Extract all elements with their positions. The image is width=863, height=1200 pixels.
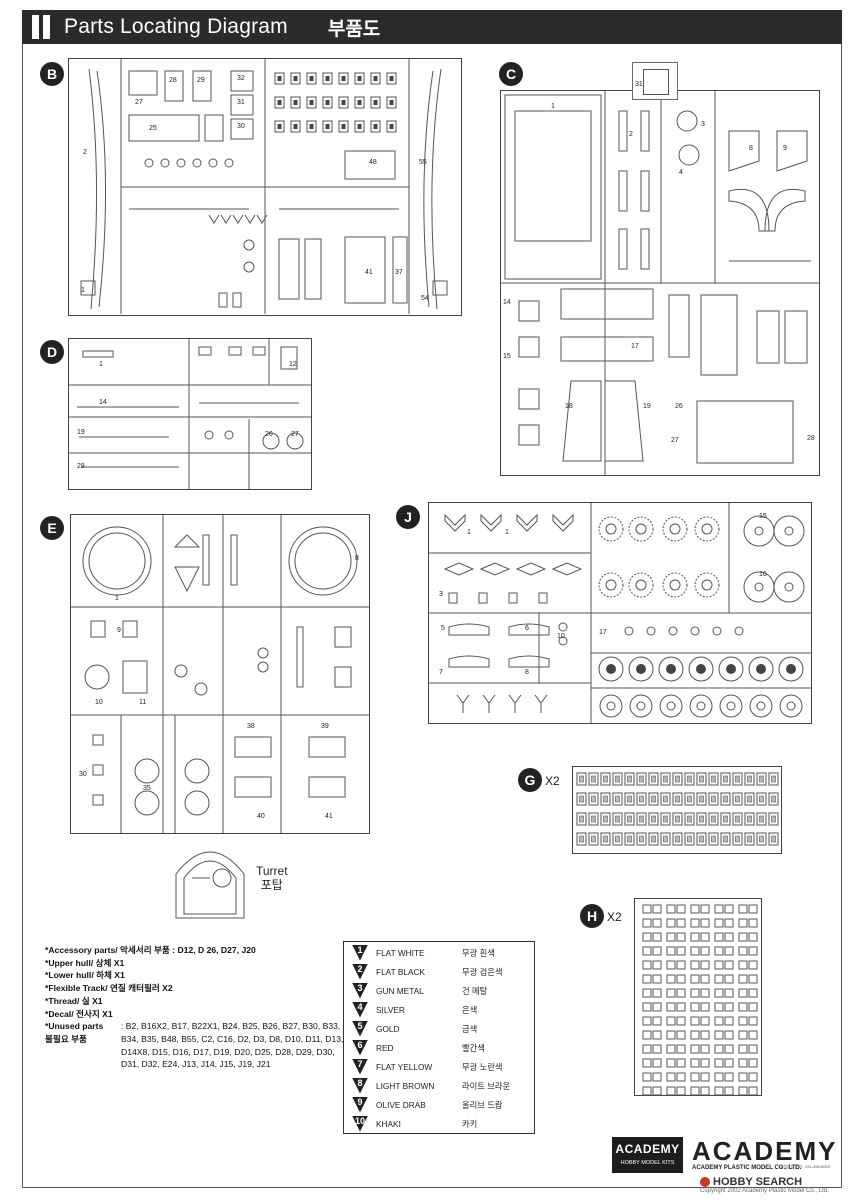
- paint-number-badge: 4: [352, 1001, 368, 1018]
- paint-name-en: SILVER: [376, 1004, 405, 1015]
- note-unused-label-en: *Unused parts: [45, 1021, 104, 1032]
- sprue-c-badge: C: [499, 62, 523, 86]
- note-accessory: *Accessory parts/ 악세서리 부품 : D12, D 26, D…: [45, 945, 256, 955]
- paint-number-badge: 7: [352, 1058, 368, 1075]
- paint-color-row: 2 FLAT BLACK 무광 검은색: [344, 962, 534, 981]
- paint-color-row: 4 SILVER 은색: [344, 1000, 534, 1019]
- note-unused: *Unused parts 불필요 부품 : B2, B16X2, B17, B…: [45, 1020, 345, 1071]
- paint-name-en: KHAKI: [376, 1118, 401, 1129]
- parts-notes: *Accessory parts/ 악세서리 부품 : D12, D 26, D…: [45, 944, 345, 1071]
- paint-name-ko: 라이트 브라운: [462, 1080, 511, 1091]
- sprue-h-track-links: [642, 904, 758, 1096]
- note-unused-label-ko: 불필요 부품: [45, 1033, 87, 1044]
- logo-small-sub: HOBBY MODEL KITS: [620, 1160, 675, 1166]
- academy-badge-logo: ACADEMY HOBBY MODEL KITS: [612, 1137, 683, 1173]
- turret-label-ko: 포탑: [260, 878, 283, 892]
- paint-color-row: 1 FLAT WHITE 무광 흰색: [344, 943, 534, 962]
- paint-color-row: 9 OLIVE DRAB 올리브 드랍: [344, 1095, 534, 1114]
- sprue-c-parts: [501, 91, 819, 475]
- paint-name-ko: 무광 흰색: [462, 947, 495, 958]
- hobby-search-icon: [700, 1177, 710, 1187]
- paint-name-en: FLAT BLACK: [376, 966, 426, 977]
- paint-name-ko: 빨간색: [462, 1042, 485, 1053]
- paint-name-ko: 무광 노란색: [462, 1061, 503, 1072]
- turret-part: [170, 838, 250, 922]
- note-decal: *Decal/ 전사지 X1: [45, 1008, 113, 1019]
- sprue-e-parts: [71, 515, 369, 833]
- paint-name-en: GUN METAL: [376, 985, 424, 996]
- sprue-j-badge: J: [396, 505, 420, 529]
- paint-name-ko: 카키: [462, 1118, 478, 1129]
- academy-wordmark-logo: ACADEMY ACADEMY PLASTIC MODEL CO., LTD. …: [692, 1136, 838, 1176]
- paint-number-badge: 6: [352, 1039, 368, 1056]
- paint-number-badge: 8: [352, 1077, 368, 1094]
- sprue-h-multiplier: X2: [607, 910, 622, 924]
- paint-number-badge: 1: [352, 944, 368, 961]
- paint-color-row: 3 GUN METAL 건 메탈: [344, 981, 534, 1000]
- sprue-d-parts: [69, 339, 311, 489]
- turret-label: Turret 포탑: [256, 864, 288, 892]
- sprue-h-badge: H: [580, 904, 604, 928]
- paint-color-row: 10 KHAKI 카키: [344, 1114, 534, 1133]
- note-thread: *Thread/ 실 X1: [45, 995, 103, 1006]
- paint-name-en: GOLD: [376, 1023, 400, 1034]
- paint-name-en: FLAT WHITE: [376, 947, 425, 958]
- note-track: *Flexible Track/ 연질 캐터필러 X2: [45, 983, 173, 994]
- paint-color-row: 6 RED 빨간색: [344, 1038, 534, 1057]
- paint-name-en: RED: [376, 1042, 394, 1053]
- paint-name-en: LIGHT BROWN: [376, 1080, 435, 1091]
- sprue-d-badge: D: [40, 340, 64, 364]
- paint-number-badge: 3: [352, 982, 368, 999]
- paint-color-row: 7 FLAT YELLOW 무광 노란색: [344, 1057, 534, 1076]
- paint-color-row: 5 GOLD 금색: [344, 1019, 534, 1038]
- header-bars-icon: [32, 15, 50, 39]
- sprue-c-tab-31: 31: [632, 62, 678, 100]
- paint-name-ko: 금색: [462, 1023, 478, 1034]
- logo-big-sub: ACADEMY PLASTIC MODEL CO., LTD.: [692, 1165, 802, 1171]
- paint-name-ko: 은색: [462, 1004, 478, 1015]
- watermark-copyright: Copyright 2002 Academy Plastic Model Co.…: [700, 1188, 829, 1194]
- paint-number-badge: 5: [352, 1020, 368, 1037]
- hobby-search-watermark: HOBBY SEARCH Copyright 2002 Academy Plas…: [700, 1176, 850, 1198]
- paint-name-en: FLAT YELLOW: [376, 1061, 433, 1072]
- paint-name-ko: 건 메탈: [462, 985, 488, 996]
- note-unused-list: : B2, B16X2, B17, B22X1, B24, B25, B26, …: [121, 1021, 344, 1070]
- note-unused-label: *Unused parts 불필요 부품: [45, 1020, 121, 1071]
- sprue-e-badge: E: [40, 516, 64, 540]
- sprue-b-parts: [80, 59, 448, 314]
- sprue-b-badge: B: [40, 62, 64, 86]
- paint-color-row: 8 LIGHT BROWN 라이트 브라운: [344, 1076, 534, 1095]
- sprue-g-track-links: [576, 772, 779, 846]
- note-upper-hull: *Upper hull/ 상체 X1: [45, 957, 125, 968]
- page-title-korean: 부품도: [327, 18, 381, 40]
- paint-name-en: OLIVE DRAB: [376, 1099, 426, 1110]
- paint-name-ko: 올리브 드랍: [462, 1099, 503, 1110]
- turret-label-en: Turret: [256, 864, 288, 878]
- paint-number-badge: 10: [352, 1115, 368, 1132]
- watermark-brand: HOBBY SEARCH: [713, 1176, 803, 1188]
- paint-number-badge: 9: [352, 1096, 368, 1113]
- sprue-g-multiplier: X2: [545, 774, 560, 788]
- paint-color-chart: 1 FLAT WHITE 무광 흰색 2 FLAT BLACK 무광 검은색 3 GUN ME…: [343, 941, 535, 1134]
- note-lower-hull: *Lower hull/ 하체 X1: [45, 970, 125, 981]
- sprue-j-parts: [429, 503, 811, 723]
- logo-small-name: ACADEMY: [615, 1142, 680, 1156]
- sprue-h: [634, 898, 762, 1096]
- sprue-g: [572, 766, 782, 854]
- paint-name-ko: 무광 검은색: [462, 966, 503, 977]
- page-header: Parts Locating Diagram 부품도: [22, 10, 842, 44]
- sprue-g-badge: G: [518, 768, 542, 792]
- page-title: Parts Locating Diagram: [64, 15, 288, 38]
- logo-contact: 고객상담문의 : 031-456-8000: [779, 1164, 830, 1169]
- logo-big-name: ACADEMY: [692, 1136, 838, 1166]
- paint-number-badge: 2: [352, 963, 368, 980]
